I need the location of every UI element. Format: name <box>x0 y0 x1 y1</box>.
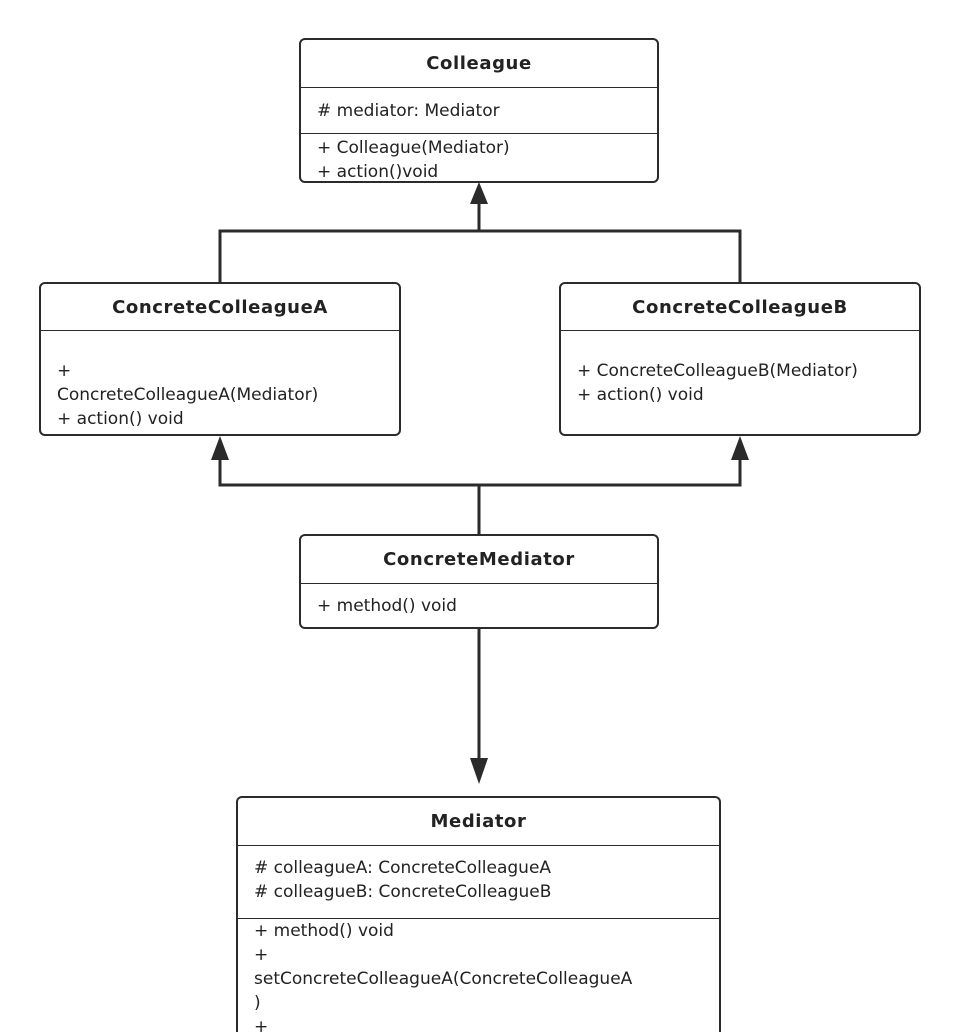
method-colleague-constructor: + Colleague(Mediator) <box>317 138 510 158</box>
methods-section-concrete-colleague-a: + ConcreteColleagueA(Mediator) + action(… <box>41 331 399 431</box>
class-box-mediator[interactable]: Mediator # colleagueA: ConcreteColleague… <box>236 796 721 1032</box>
method-line-a-2: + action() void <box>57 409 184 429</box>
class-box-colleague[interactable]: Colleague # mediator: Mediator + Colleag… <box>299 38 659 183</box>
method-line-mediator-1: + <box>254 945 269 965</box>
method-line-a-0: + <box>57 361 72 381</box>
attribute-colleague-b: # colleagueB: ConcreteColleagueB <box>254 882 552 902</box>
methods-section-colleague: + Colleague(Mediator) + action()void <box>301 133 657 182</box>
arrowhead-to-concrete-colleague-b <box>731 436 749 460</box>
attributes-section-mediator: # colleagueA: ConcreteColleagueA # colle… <box>238 846 719 918</box>
method-line-mediator-0: + method() void <box>254 921 394 941</box>
methods-section-concrete-colleague-b: + ConcreteColleagueB(Mediator) + action(… <box>561 331 919 407</box>
class-box-concrete-mediator[interactable]: ConcreteMediator + method() void <box>299 534 659 629</box>
class-name-mediator: Mediator <box>238 798 719 846</box>
arrowhead-to-colleague <box>470 182 488 204</box>
arrowhead-to-mediator <box>470 758 488 784</box>
attributes-section-colleague: # mediator: Mediator <box>301 88 657 133</box>
methods-section-concrete-mediator: + method() void <box>301 584 657 618</box>
arrowhead-to-concrete-colleague-a <box>211 436 229 460</box>
method-line-mediator-3: ) <box>254 993 261 1013</box>
attribute-colleague-a: # colleagueA: ConcreteColleagueA <box>254 858 552 878</box>
method-line-b-1: + action() void <box>577 385 704 405</box>
method-line-a-1: ConcreteColleagueA(Mediator) <box>57 385 319 405</box>
generalization-line-branch-a <box>218 229 479 282</box>
method-colleague-action: + action()void <box>317 162 439 182</box>
methods-section-mediator: + method() void + setConcreteColleagueA(… <box>238 918 719 1032</box>
attribute-mediator: # mediator: Mediator <box>317 100 500 121</box>
class-box-concrete-colleague-a[interactable]: ConcreteColleagueA + ConcreteColleagueA(… <box>39 282 401 436</box>
method-line-mediator-2: setConcreteColleagueA(ConcreteColleagueA <box>254 969 633 989</box>
class-name-concrete-colleague-b: ConcreteColleagueB <box>561 284 919 331</box>
dependency-line-to-colleague-a <box>218 458 479 487</box>
dependency-line-to-colleague-b <box>479 458 742 487</box>
method-line-concrete-mediator-0: + method() void <box>317 596 457 616</box>
class-name-concrete-colleague-a: ConcreteColleagueA <box>41 284 399 331</box>
class-box-concrete-colleague-b[interactable]: ConcreteColleagueB + ConcreteColleagueB(… <box>559 282 921 436</box>
generalization-line-branch-b <box>479 229 742 282</box>
class-name-concrete-mediator: ConcreteMediator <box>301 536 657 584</box>
class-name-colleague: Colleague <box>301 40 657 88</box>
method-line-b-0: + ConcreteColleagueB(Mediator) <box>577 361 858 381</box>
method-line-mediator-4: + <box>254 1017 269 1032</box>
